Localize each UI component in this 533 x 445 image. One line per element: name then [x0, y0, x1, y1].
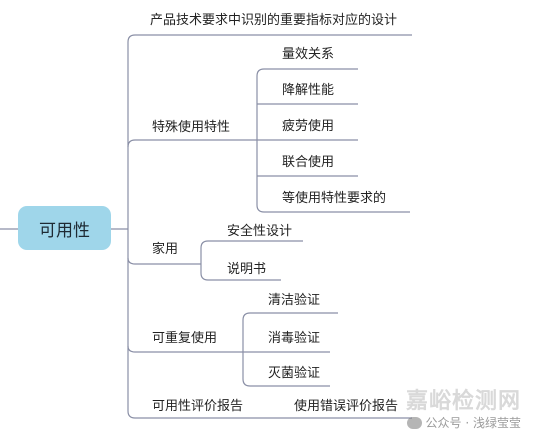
branch-evaluation-report[interactable]: 可用性评价报告: [152, 399, 244, 414]
home-item-safety-design[interactable]: 安全性设计: [227, 224, 293, 239]
branch-reusable[interactable]: 可重复使用: [152, 331, 218, 346]
special-item-fatigue[interactable]: 疲劳使用: [282, 119, 335, 134]
special-item-dose-effect[interactable]: 量效关系: [282, 47, 335, 62]
special-item-degradation[interactable]: 降解性能: [282, 83, 335, 98]
home-item-manual[interactable]: 说明书: [227, 262, 267, 277]
connector-special: [127, 139, 257, 148]
connector-reuse-vertical: [242, 312, 338, 387]
connector-special-item-5: [256, 204, 410, 213]
connector-special-item-1: [256, 68, 358, 77]
branch-home-use[interactable]: 家用: [152, 242, 179, 257]
reuse-item-disinfection[interactable]: 消毒验证: [268, 331, 321, 346]
connector-trunk-vertical: [127, 34, 136, 419]
reuse-item-sterilization[interactable]: 灭菌验证: [268, 366, 321, 381]
connector-home: [127, 257, 201, 265]
connector-home-vertical: [200, 240, 303, 281]
connector-reuse: [127, 345, 243, 353]
root-node-label: 可用性: [39, 220, 90, 241]
branch-special-usage[interactable]: 特殊使用特性: [152, 120, 231, 135]
report-item-use-error[interactable]: 使用错误评价报告: [294, 399, 399, 414]
special-item-other[interactable]: 等使用特性要求的: [282, 191, 387, 206]
branch-design-indicator[interactable]: 产品技术要求中识别的重要指标对应的设计: [150, 13, 398, 28]
root-node[interactable]: 可用性: [18, 206, 111, 250]
special-item-combined[interactable]: 联合使用: [282, 155, 335, 170]
reuse-item-cleaning[interactable]: 清洁验证: [268, 293, 321, 308]
